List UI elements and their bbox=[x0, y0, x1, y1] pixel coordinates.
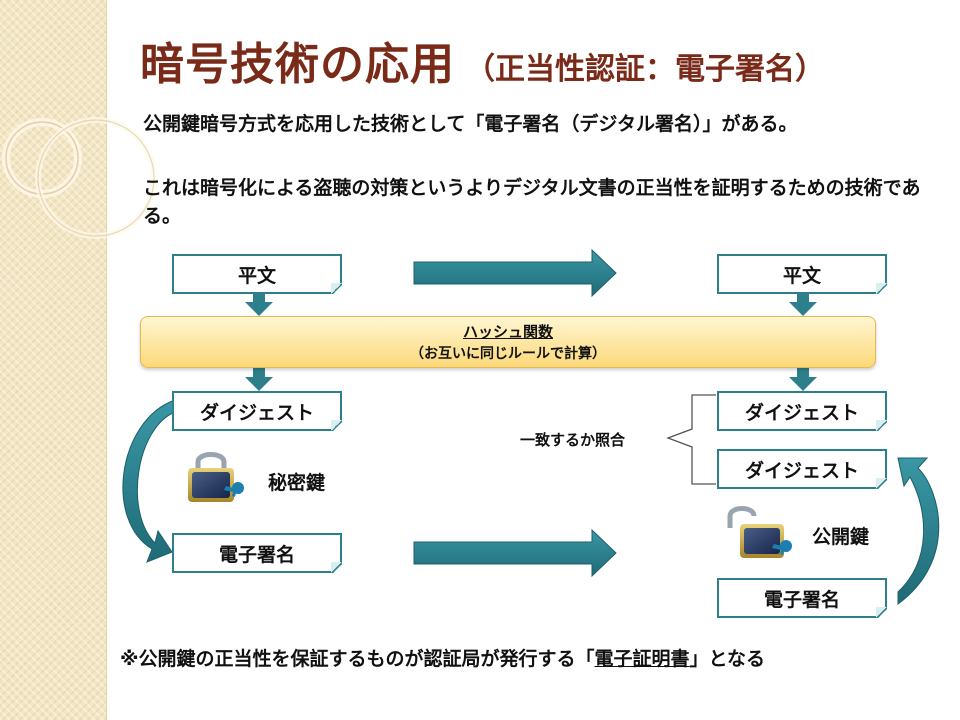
sender-signature-box: 電子署名 bbox=[172, 533, 342, 573]
purpose-paragraph: これは暗号化による盗聴の対策というよりデジタル文書の正当性を証明するための技術で… bbox=[143, 177, 921, 227]
public-key-label: 公開鍵 bbox=[812, 526, 870, 548]
footnote-digital-certificate: 電子証明書 bbox=[594, 648, 690, 670]
curved-arrow-decrypt bbox=[897, 457, 940, 605]
page-title: 暗号技術の応用 （正当性認証：電子署名） bbox=[140, 28, 825, 92]
decorative-sidebar bbox=[0, 0, 107, 720]
arrow-down-sender-to-hash bbox=[245, 294, 273, 316]
footnote-suffix: 」となる bbox=[689, 648, 765, 670]
open-padlock-key-icon bbox=[724, 506, 796, 564]
footnote-middle: が発行する「 bbox=[480, 648, 595, 670]
arrow-down-sender-from-hash bbox=[245, 367, 273, 391]
hash-function-subtitle: （お互いに同じルールで計算） bbox=[410, 346, 606, 362]
sender-plaintext-box: 平文 bbox=[172, 254, 342, 294]
private-key-label: 秘密鍵 bbox=[268, 472, 326, 494]
receiver-signature-box: 電子署名 bbox=[717, 578, 887, 618]
footnote: ※公開鍵の正当性を保証するものが認証局が発行する「電子証明書」となる bbox=[120, 644, 765, 671]
hash-function-band: ハッシュ関数 （お互いに同じルールで計算） bbox=[140, 316, 876, 368]
page-title-main: 暗号技術の応用 bbox=[140, 39, 455, 90]
sender-digest-box: ダイジェスト bbox=[172, 391, 342, 431]
receiver-digest-bottom-box: ダイジェスト bbox=[717, 449, 887, 489]
arrow-down-receiver-to-hash bbox=[789, 294, 817, 316]
compare-label: 一致するか照合 bbox=[520, 431, 626, 449]
intro-paragraph: 公開鍵暗号方式を応用した技術として「電子署名（デジタル署名）」がある。 bbox=[143, 113, 798, 135]
compare-bracket bbox=[666, 394, 716, 485]
page-title-sub: （正当性認証：電子署名） bbox=[465, 52, 825, 87]
receiver-digest-top-box: ダイジェスト bbox=[717, 391, 887, 431]
arrow-signature-transfer bbox=[413, 528, 617, 578]
footnote-certificate-authority: 認証局 bbox=[423, 648, 481, 670]
hash-function-title: ハッシュ関数 bbox=[462, 323, 553, 341]
arrow-plaintext-transfer bbox=[413, 248, 617, 298]
curved-arrow-encrypt bbox=[122, 399, 176, 563]
receiver-plaintext-box: 平文 bbox=[717, 254, 887, 294]
arrow-down-receiver-from-hash bbox=[789, 367, 817, 391]
padlock-key-icon bbox=[180, 450, 252, 508]
footnote-prefix: ※公開鍵の正当性を保証するものが bbox=[120, 648, 424, 670]
